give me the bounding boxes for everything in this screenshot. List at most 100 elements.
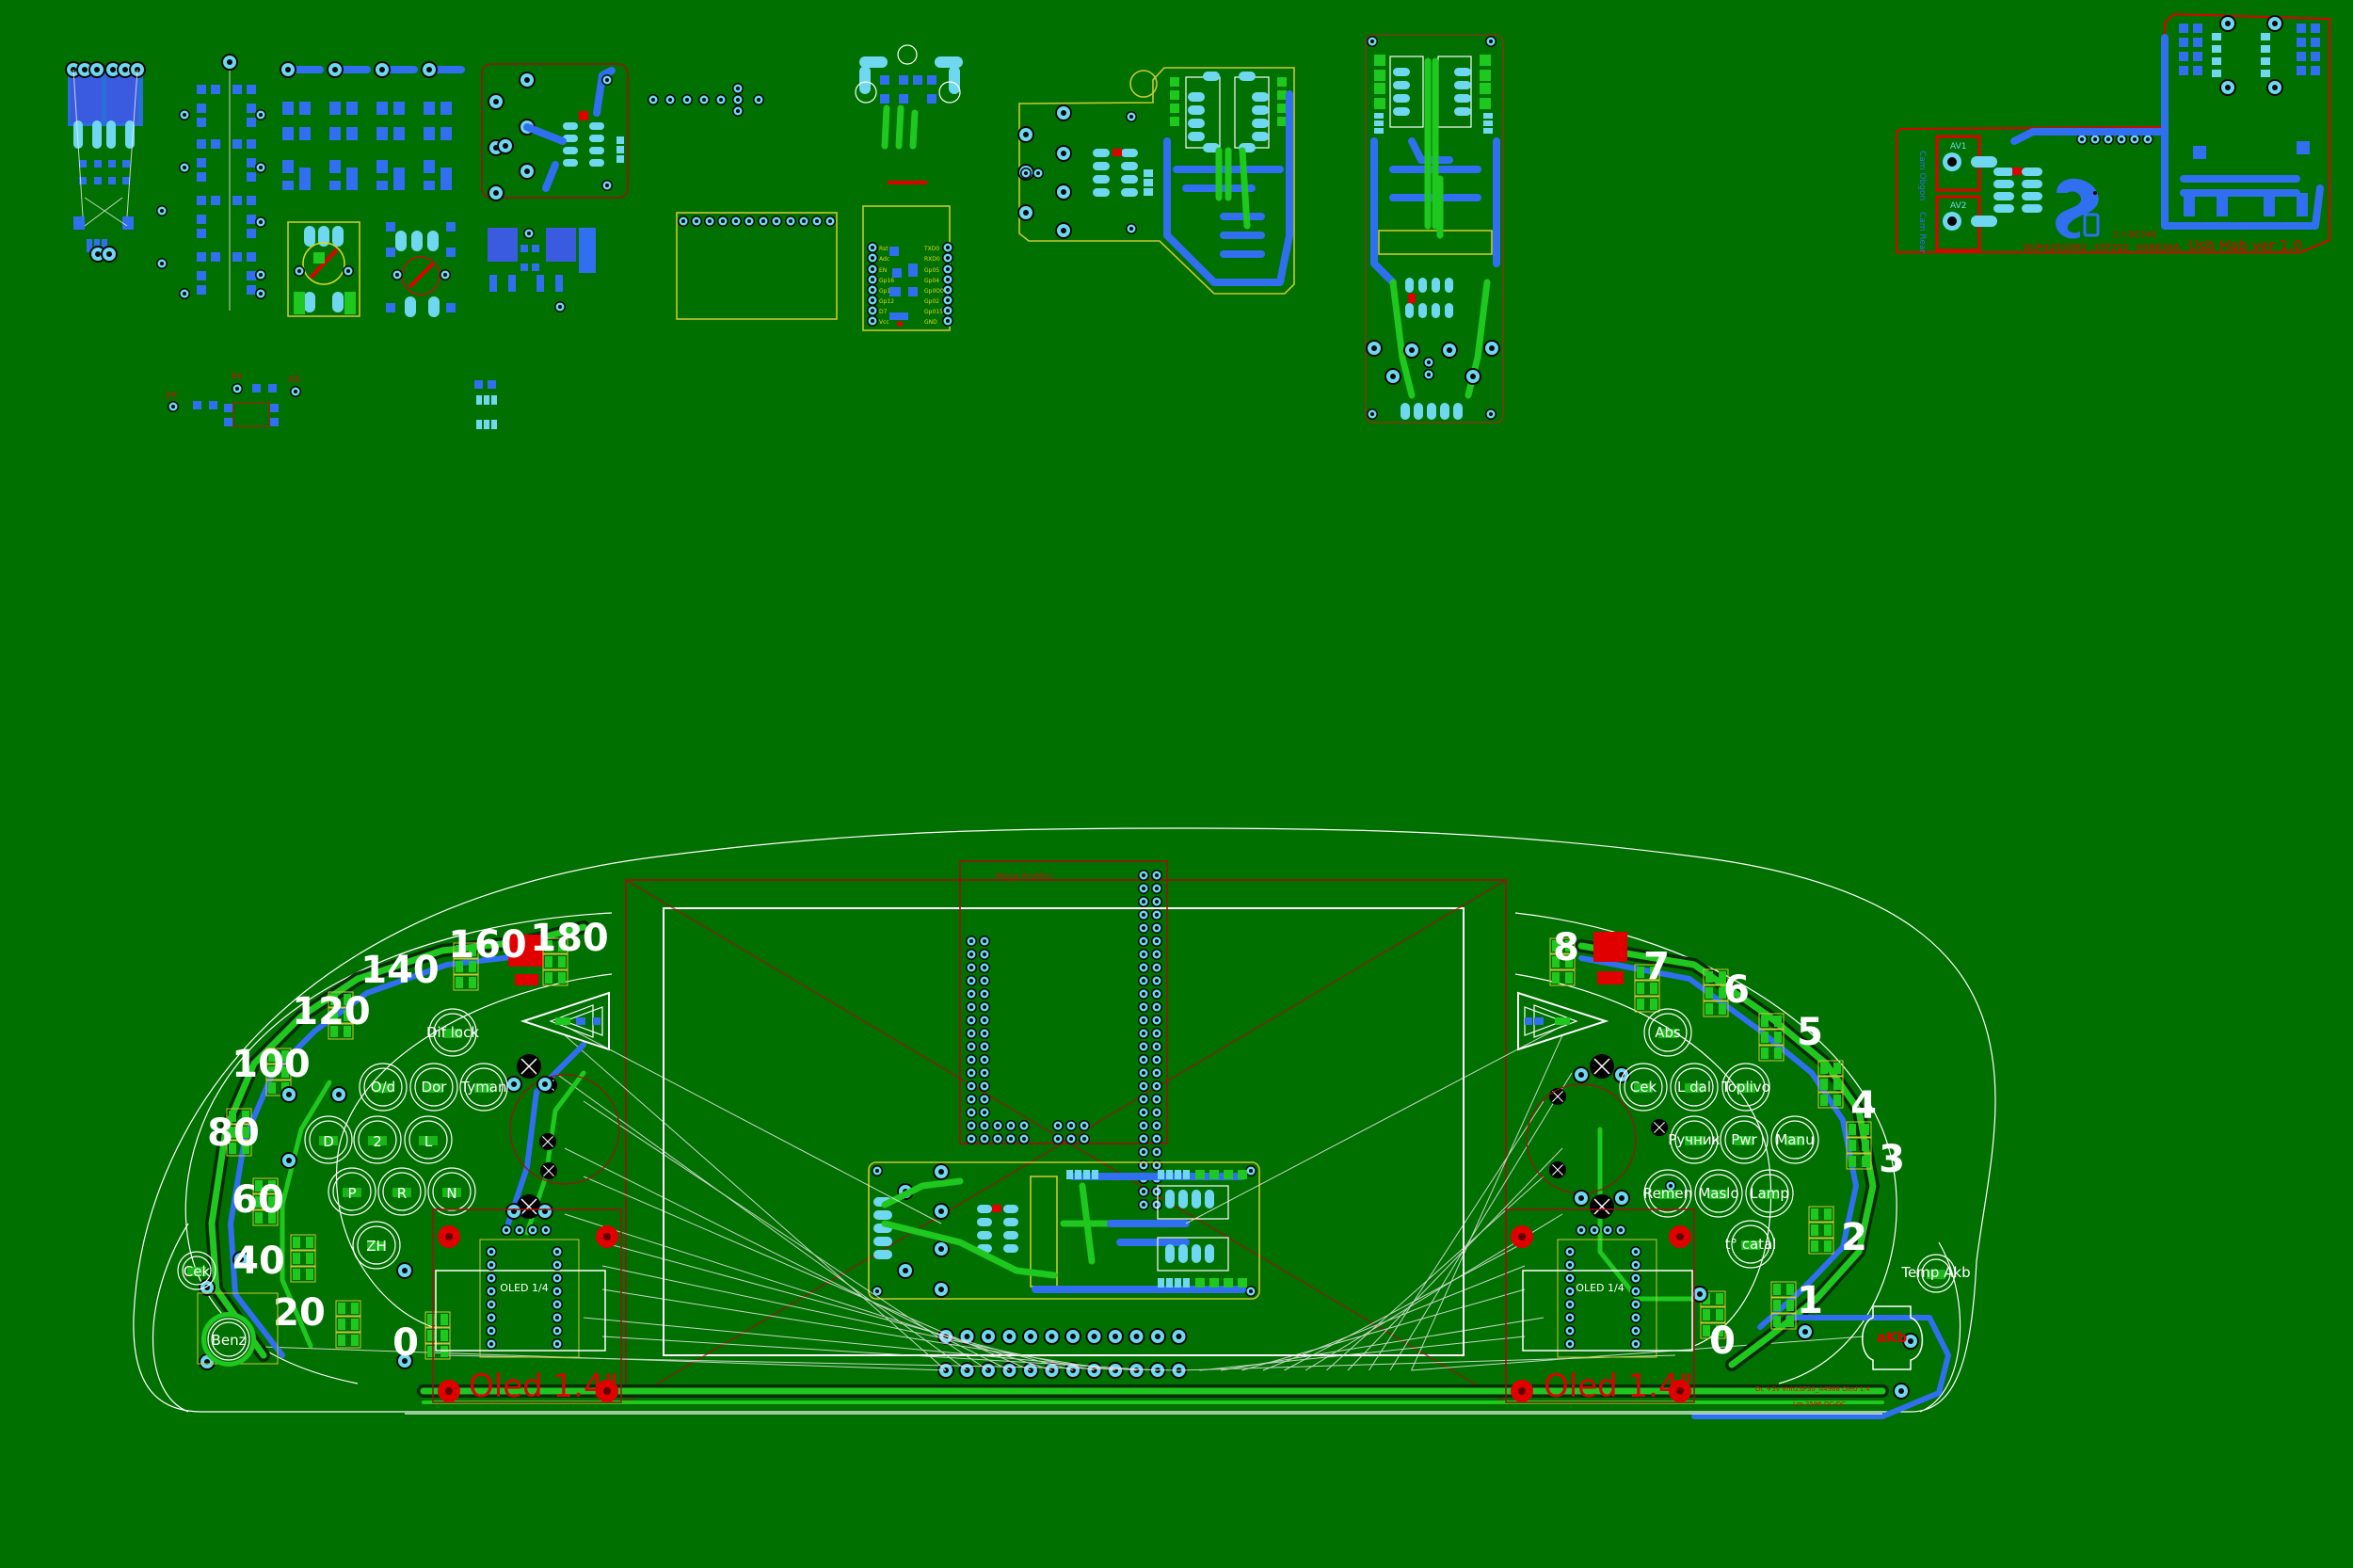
pad	[1151, 1160, 1162, 1171]
arduino-mega-footprint[interactable]: Mega ProMini	[959, 860, 1168, 1210]
indicator-lamp[interactable]: L dal	[1670, 1063, 1719, 1112]
pad	[552, 1299, 563, 1310]
dcdc-note: Lm 2596 DC-DC	[1793, 1400, 1846, 1408]
speedo-dial-number: 0	[392, 1321, 419, 1365]
indicator-lamp[interactable]: Toplivo	[1721, 1063, 1770, 1112]
indicator-lamp[interactable]: ZH	[352, 1221, 401, 1270]
board-potentiometer-b[interactable]	[386, 222, 456, 317]
board-relay[interactable]	[488, 228, 596, 312]
pad	[1564, 1338, 1576, 1350]
indicator-lamp[interactable]: Temp Akb	[1900, 1254, 1971, 1293]
indicator-lamp[interactable]: Abs	[1643, 1008, 1692, 1057]
pad	[1138, 1080, 1149, 1092]
pad	[979, 1080, 990, 1092]
indicator-lamp[interactable]: Cek	[177, 1251, 216, 1290]
board-optocouplers[interactable]	[156, 54, 266, 311]
indicator-lamp[interactable]: Pwr	[1720, 1115, 1769, 1164]
indicator-lamp[interactable]: P	[328, 1167, 376, 1216]
board-group-top-left[interactable]: PP Sa A5	[65, 54, 629, 429]
indicator-lamp[interactable]: Remen	[1643, 1169, 1692, 1218]
ratsnest-line	[1411, 1336, 1865, 1371]
turn-indicator-left	[520, 991, 610, 1051]
center-controller-board[interactable]	[868, 1161, 1260, 1300]
esp-pin-label: RXD0	[924, 256, 940, 263]
pad	[1630, 1299, 1641, 1310]
lamp-label: O/d	[371, 1079, 395, 1096]
pad	[979, 1015, 990, 1026]
board-dual-driver[interactable]	[65, 61, 146, 263]
esp-pin-label: Gp015	[924, 309, 943, 315]
indicator-lamp[interactable]: Dif lock	[426, 1008, 479, 1057]
pad	[979, 1107, 990, 1118]
pad	[979, 975, 990, 986]
board-audio-switch[interactable]	[855, 44, 963, 184]
board-usb-hub[interactable]: AV1 AV2 Cam Obgon Cam Rear NUP4201DR2 ST…	[1896, 12, 2330, 254]
board-pin-header-strip[interactable]	[648, 83, 764, 117]
pin-label-pp: PP	[166, 392, 177, 402]
ratsnest-line	[1262, 1265, 1526, 1371]
lamp-label: Toplivo	[1721, 1079, 1770, 1096]
indicator-lamp[interactable]: D	[304, 1115, 353, 1164]
oled-display-left[interactable]: OLED 1/4 Oled 1.4"	[432, 1208, 622, 1405]
oled-display-right[interactable]: OLED 1/4 Oled 1.4"	[1505, 1208, 1695, 1405]
indicator-lamp[interactable]: Maslo	[1694, 1169, 1743, 1218]
pad	[1151, 896, 1162, 907]
indicator-lamp[interactable]: L	[404, 1115, 453, 1164]
ratsnest-line	[554, 1072, 968, 1371]
board-small-opto[interactable]: PP Sa A5	[166, 371, 301, 427]
board-esp-module[interactable]: Rst Adc EN Gp16 Gp14 Gp12 D7 Vcc TXD0 RX…	[862, 205, 953, 331]
board-quad-switch[interactable]	[280, 61, 465, 190]
speedo-dial-number: 180	[530, 917, 609, 960]
pad	[966, 962, 977, 973]
oled-size-label: Oled 1.4"	[1544, 1368, 1693, 1405]
lamp-label: Tyman	[459, 1079, 506, 1096]
board-jumper[interactable]	[474, 380, 497, 429]
lamp-label: Dor	[422, 1079, 448, 1096]
board-camera-switch[interactable]	[481, 63, 629, 201]
esp-pin-label: EN	[879, 267, 887, 274]
pad	[552, 1272, 563, 1284]
indicator-lamp[interactable]: R	[377, 1167, 426, 1216]
fuel-gauge-benz[interactable]: Benz	[197, 1292, 279, 1367]
indicator-lamp[interactable]: Tyman	[459, 1063, 508, 1112]
pad	[979, 1133, 990, 1144]
pad	[1151, 1080, 1162, 1092]
instrument-cluster-board[interactable]: Mega ProMini	[133, 827, 1996, 1419]
esp-pin-label: GND	[924, 319, 937, 326]
indicator-lamp[interactable]: Cek	[1619, 1063, 1668, 1112]
indicator-lamp[interactable]: Lamp	[1745, 1169, 1794, 1218]
pad	[1151, 1186, 1162, 1197]
board-potentiometer-a[interactable]	[287, 221, 360, 317]
ratsnest-line	[1199, 1336, 1526, 1371]
pad	[1564, 1312, 1576, 1323]
cam-rear-label: Cam Rear	[1917, 212, 1927, 253]
pad	[1149, 1328, 1166, 1345]
pad	[1064, 1328, 1081, 1345]
indicator-lamp[interactable]: Manu	[1770, 1115, 1819, 1164]
speedo-dial-number: 80	[207, 1112, 260, 1155]
board-amplifier[interactable]	[1017, 67, 1295, 295]
board-display-module[interactable]	[676, 212, 838, 320]
indicator-lamp[interactable]: O/d	[359, 1063, 408, 1112]
board-vertical-amp[interactable]	[1365, 34, 1504, 424]
pad	[1151, 1028, 1162, 1039]
mega-label: Mega ProMini	[996, 872, 1052, 882]
indicator-lamp[interactable]: Ручник	[1668, 1115, 1721, 1164]
board-outline	[133, 827, 1996, 1413]
esp-pin-label: Vcc	[879, 319, 889, 326]
lamp-label: Maslo	[1698, 1185, 1738, 1202]
esp-pin-label: D7	[879, 309, 888, 315]
indicator-lamp[interactable]: Dor	[409, 1063, 458, 1112]
indicator-lamp[interactable]: t° catal	[1725, 1220, 1777, 1269]
battery-holder[interactable]: aKb	[1862, 1305, 1924, 1370]
indicator-lamp[interactable]: 2	[353, 1115, 402, 1164]
pad	[1138, 1054, 1149, 1065]
pad	[1022, 1328, 1039, 1345]
esp-left-pins	[867, 242, 878, 327]
board-notch-right	[1919, 1241, 1961, 1413]
lamp-label: Pwr	[1731, 1131, 1757, 1148]
indicator-lamp[interactable]: N	[427, 1167, 476, 1216]
